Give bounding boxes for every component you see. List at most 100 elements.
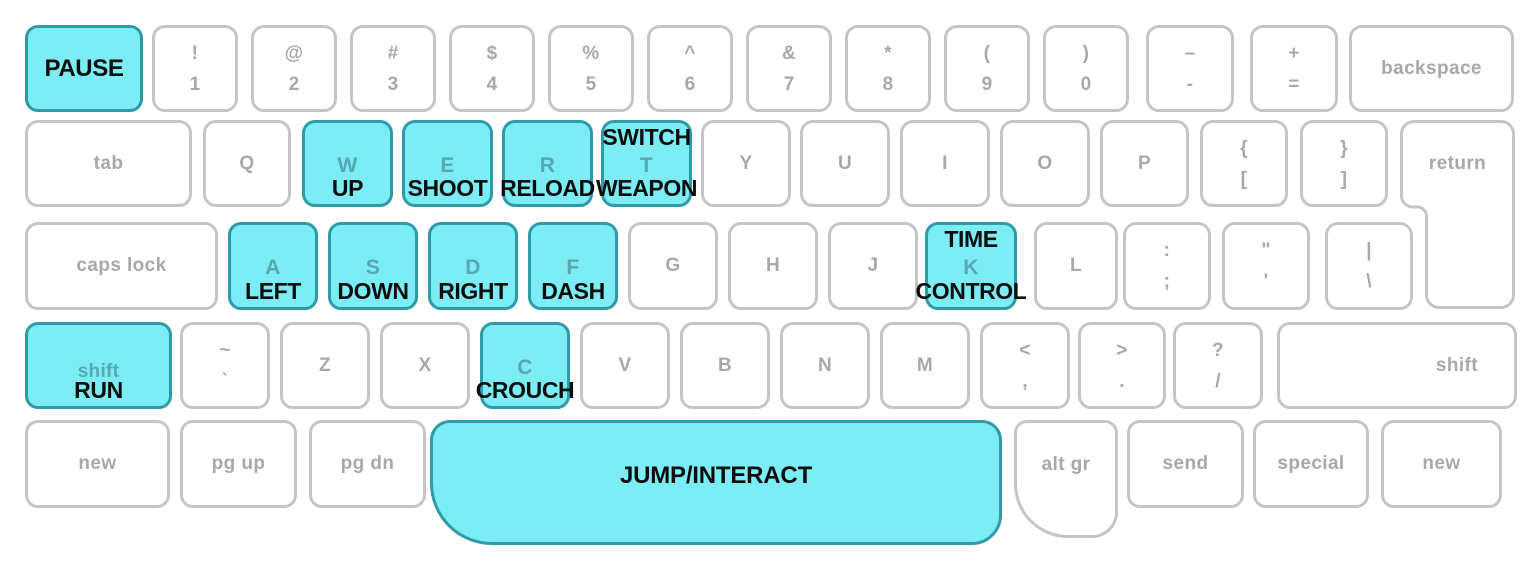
key-0[interactable]: )0: [1043, 25, 1129, 112]
key-return[interactable]: return: [1400, 120, 1515, 310]
key-symbol: 4: [486, 73, 498, 95]
key-quote[interactable]: "': [1222, 222, 1310, 310]
key-backslash[interactable]: |\: [1325, 222, 1413, 310]
key-slash[interactable]: ?/: [1173, 322, 1263, 409]
key-letter: D: [465, 256, 481, 279]
key-shift-symbol: }: [1340, 137, 1348, 159]
key-letter: A: [265, 256, 281, 279]
key-shift-symbol: @: [284, 42, 304, 64]
key-m[interactable]: M: [880, 322, 970, 409]
key-4[interactable]: $4: [449, 25, 535, 112]
action-label: WEAPON: [595, 175, 698, 201]
action-label: PAUSE: [44, 54, 124, 82]
key-shift-symbol: <: [1019, 339, 1031, 361]
key-shift-right[interactable]: shift: [1277, 322, 1517, 409]
key-g[interactable]: G: [628, 222, 718, 310]
key-shift-symbol: !: [191, 42, 199, 64]
key-bracket-left[interactable]: {[: [1200, 120, 1288, 207]
key-letter: K: [963, 256, 979, 279]
key-shift-symbol: |: [1366, 240, 1372, 261]
action-label-top: SWITCH: [602, 124, 691, 150]
key-z[interactable]: Z: [280, 322, 370, 409]
key-shift-symbol: :: [1163, 240, 1171, 261]
key-symbol: \: [1366, 271, 1372, 292]
key-y[interactable]: Y: [701, 120, 791, 207]
key-comma[interactable]: <,: [980, 322, 1070, 409]
key-equals[interactable]: +=: [1250, 25, 1338, 112]
key-o[interactable]: O: [1000, 120, 1090, 207]
key-space[interactable]: JUMP/INTERACT: [430, 420, 1002, 545]
action-label: LEFT: [245, 278, 301, 304]
key-p[interactable]: P: [1100, 120, 1189, 207]
key-semicolon[interactable]: :;: [1123, 222, 1211, 310]
key-send[interactable]: send: [1127, 420, 1244, 508]
key-pg-dn[interactable]: pg dn: [309, 420, 426, 508]
key-minus[interactable]: –-: [1146, 25, 1234, 112]
key-label: tab: [93, 152, 124, 174]
key-1[interactable]: !1: [152, 25, 238, 112]
key-label: special: [1277, 453, 1345, 474]
key-grave[interactable]: ~`: [180, 322, 270, 409]
key-backspace[interactable]: backspace: [1349, 25, 1514, 112]
key-l[interactable]: L: [1034, 222, 1118, 310]
action-label: CONTROL: [915, 278, 1027, 304]
key-b[interactable]: B: [680, 322, 770, 409]
key-label: Z: [318, 354, 331, 376]
key-shift-symbol: #: [387, 42, 399, 64]
key-v[interactable]: V: [580, 322, 670, 409]
key-n[interactable]: N: [780, 322, 870, 409]
key-symbol: 5: [585, 73, 597, 95]
key-caps-lock[interactable]: caps lock: [25, 222, 218, 310]
key-label: backspace: [1381, 57, 1482, 79]
key-label: shift: [1435, 354, 1478, 376]
key-x[interactable]: X: [380, 322, 470, 409]
key-3[interactable]: #3: [350, 25, 436, 112]
key-8[interactable]: *8: [845, 25, 931, 112]
key-i[interactable]: I: [900, 120, 990, 207]
key-new-left[interactable]: new: [25, 420, 170, 508]
key-pg-up[interactable]: pg up: [180, 420, 297, 508]
key-tab[interactable]: tab: [25, 120, 192, 207]
key-new-right[interactable]: new: [1381, 420, 1502, 508]
key-label: P: [1137, 152, 1152, 174]
key-symbol: 8: [882, 73, 894, 95]
key-period[interactable]: >.: [1078, 322, 1166, 409]
key-2[interactable]: @2: [251, 25, 337, 112]
key-shift-symbol: (: [983, 42, 991, 64]
key-shift-symbol: ): [1082, 42, 1090, 64]
key-bracket-right[interactable]: }]: [1300, 120, 1388, 207]
action-label: DASH: [541, 278, 605, 304]
key-5[interactable]: %5: [548, 25, 634, 112]
key-7[interactable]: &7: [746, 25, 832, 112]
key-letter: S: [365, 256, 381, 279]
key-6[interactable]: ^6: [647, 25, 733, 112]
key-9[interactable]: (9: [944, 25, 1030, 112]
key-alt-gr[interactable]: alt gr: [1014, 420, 1118, 538]
key-symbol: 9: [981, 73, 993, 95]
key-h[interactable]: H: [728, 222, 818, 310]
key-letter: F: [566, 256, 580, 279]
key-shift-symbol: –: [1184, 42, 1196, 64]
key-special[interactable]: special: [1253, 420, 1369, 508]
key-u[interactable]: U: [800, 120, 890, 207]
key-shift-symbol: >: [1116, 339, 1128, 361]
key-j[interactable]: J: [828, 222, 918, 310]
key-symbol: 2: [288, 73, 300, 95]
key-pause[interactable]: PAUSE: [25, 25, 143, 112]
key-symbol: ': [1263, 271, 1269, 292]
key-symbol: ,: [1022, 370, 1028, 392]
key-shift-symbol: ": [1261, 240, 1271, 261]
key-shift-symbol: &: [781, 42, 797, 64]
key-q[interactable]: Q: [203, 120, 291, 207]
